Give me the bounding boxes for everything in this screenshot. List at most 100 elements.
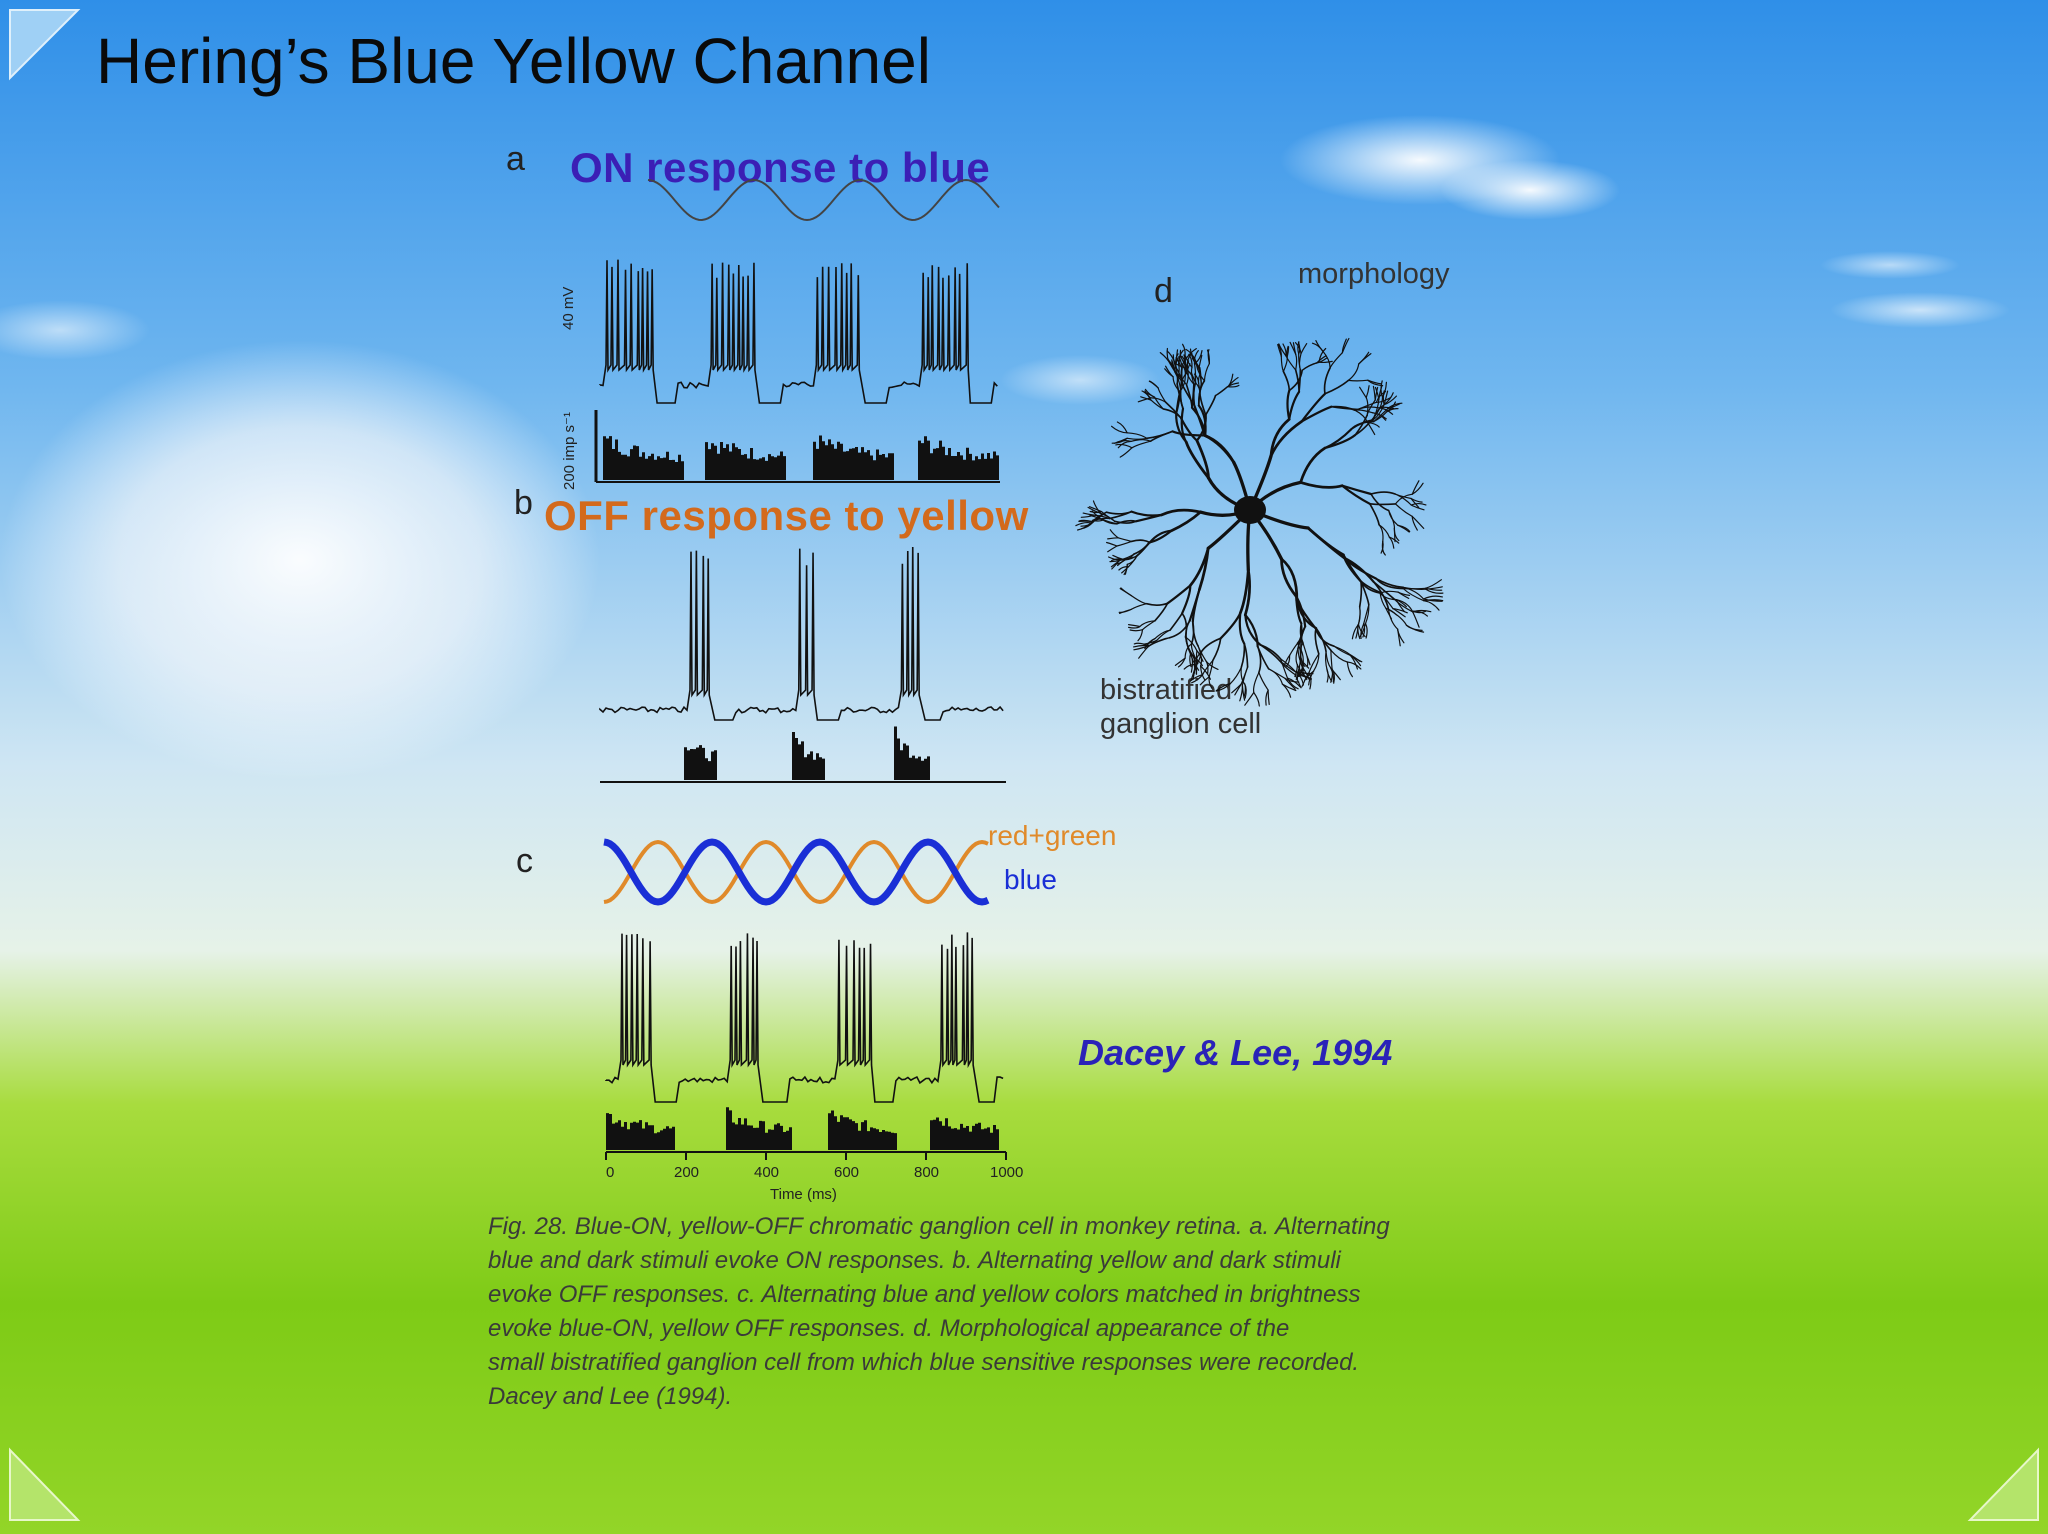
panel-d-dendrite (1372, 580, 1390, 611)
panel-d-morphology-label: morphology (1298, 258, 1450, 290)
panel-d-dendrite (1289, 642, 1299, 656)
panel-d-dendrite (1200, 665, 1206, 681)
panel-d-dendrite (1184, 643, 1193, 659)
panel-d-dendrite (1119, 447, 1133, 458)
panel-d-dendrite (1203, 434, 1236, 464)
panel-d-dendrite (1141, 620, 1156, 631)
panel-d-dendrite (1139, 620, 1156, 628)
panel-d-dendrite (1239, 684, 1244, 702)
panel-d-dendrite (1144, 388, 1156, 398)
panel-d-dendrite (1324, 379, 1350, 395)
panel-d-dendrite (1200, 665, 1211, 680)
panel-d-dendrite (1395, 503, 1413, 517)
panel-d-dendrite (1212, 637, 1222, 662)
panel-a-title: ON response to blue (570, 144, 991, 191)
panel-d-dendrite (1258, 671, 1269, 691)
panel-d-dendrite (1148, 380, 1159, 389)
panel-d-dendrite (1308, 653, 1320, 674)
panel-d-dendrite (1300, 343, 1308, 355)
panel-d-dendrite (1411, 482, 1424, 495)
figure-caption: Fig. 28. Blue-ON, yellow-OFF chromatic g… (488, 1210, 1588, 1414)
panel-d-dendrite (1215, 683, 1231, 692)
panel-d-dendrite (1346, 661, 1353, 678)
panel-d-dendrite (1118, 608, 1132, 613)
panel-d-dendrite (1423, 599, 1444, 602)
panel-d-dendrite (1124, 554, 1138, 561)
panel-d-dendrite (1349, 654, 1362, 667)
panel-d-dendrite (1182, 343, 1186, 362)
panel-d-dendrite (1130, 603, 1148, 610)
panel-d-dendrite (1316, 355, 1327, 364)
panel-d-dendrite (1372, 412, 1387, 420)
panel-d-dendrite (1179, 374, 1186, 393)
panel-d-dendrite (1411, 480, 1420, 495)
panel-d-dendrite (1172, 376, 1181, 393)
panel-d-dendrite (1195, 650, 1199, 665)
panel-d-dendrite (1189, 348, 1197, 363)
panel-d-dendrite (1299, 622, 1304, 644)
panel-d-dendrite (1300, 656, 1304, 670)
panel-d-dendrite (1189, 674, 1204, 682)
panel-d-dendrite (1265, 689, 1269, 706)
panel-d-dendrite (1099, 512, 1116, 522)
panel-d-dendrite (1130, 439, 1152, 442)
caption-line: evoke blue-ON, yellow OFF responses. d. … (488, 1315, 1290, 1342)
panel-d-dendrite (1203, 434, 1236, 464)
panel-d-dendrite (1107, 537, 1119, 540)
panel-d-dendrite (1089, 510, 1103, 514)
panel-d-dendrite (1080, 521, 1094, 530)
panel-d-dendrite (1313, 653, 1320, 672)
panel-d-dendrite (1219, 612, 1242, 640)
panel-d-cell-label-line2: ganglion cell (1100, 708, 1262, 740)
panel-d-dendrite (1315, 627, 1327, 653)
panel-d-dendrite (1281, 683, 1292, 698)
panel-d-dendrite (1177, 657, 1186, 668)
panel-d-dendrite (1300, 405, 1333, 423)
panel-d-dendrite (1343, 556, 1378, 580)
panel-c-histogram (606, 1107, 999, 1150)
panel-a-rate-scale: 200 imp s⁻¹ (561, 412, 578, 490)
panel-d-dendrite (1298, 353, 1302, 371)
panel-d-dendrite (1330, 649, 1333, 670)
panel-d-dendrite (1170, 510, 1202, 533)
caption-line: Dacey and Lee (1994). (488, 1383, 733, 1410)
panel-d-dendrite (1286, 677, 1299, 690)
panel-d-dendrite (1244, 691, 1255, 706)
panel-a-spike-trace (599, 259, 998, 404)
panel-d-dendrite (1184, 636, 1192, 655)
panel-d-dendrite (1181, 612, 1188, 638)
panel-d-soma (1234, 496, 1266, 524)
panel-d-dendrite (1306, 526, 1346, 560)
panel-d-dendrite (1395, 599, 1405, 613)
panel-d-ganglion-cell-drawing (1075, 337, 1444, 707)
panel-d-dendrite (1240, 666, 1249, 685)
panel-d-dendrite (1410, 502, 1427, 506)
panel-d-dendrite (1144, 638, 1156, 649)
slide-title: Hering’s Blue Yellow Channel (96, 25, 931, 97)
panel-c-tick-1000: 1000 (990, 1164, 1024, 1181)
panel-d-dendrite (1392, 608, 1406, 618)
panel-d-dendrite (1193, 404, 1206, 437)
panel-d-dendrite (1410, 497, 1423, 503)
panel-d-dendrite (1299, 446, 1327, 484)
panel-d-dendrite (1289, 341, 1297, 355)
panel-d-dendrite (1101, 518, 1118, 525)
citation: Dacey & Lee, 1994 (1078, 1032, 1393, 1073)
panel-d-dendrite (1357, 401, 1377, 410)
panel-d-dendrite (1123, 563, 1128, 576)
panel-d-dendrite (1412, 611, 1420, 628)
panel-d-dendrite (1268, 668, 1286, 679)
panel-d-dendrite (1189, 653, 1192, 668)
panel-d-dendrite (1358, 353, 1372, 365)
panel-d-dendrite (1373, 411, 1388, 423)
panel-d-dendrite (1350, 419, 1374, 430)
panel-c-x-label: Time (ms) (770, 1186, 837, 1203)
panel-d-dendrite (1137, 629, 1144, 642)
panel-d-dendrite (1366, 399, 1376, 416)
panel-d-dendrite (1329, 352, 1343, 369)
panel-d-dendrite (1301, 362, 1318, 371)
panel-d-dendrite (1133, 644, 1150, 648)
panel-d-dendrite (1108, 510, 1133, 520)
panel-d-dendrite (1280, 658, 1297, 673)
panel-d-dendrite (1285, 355, 1297, 371)
